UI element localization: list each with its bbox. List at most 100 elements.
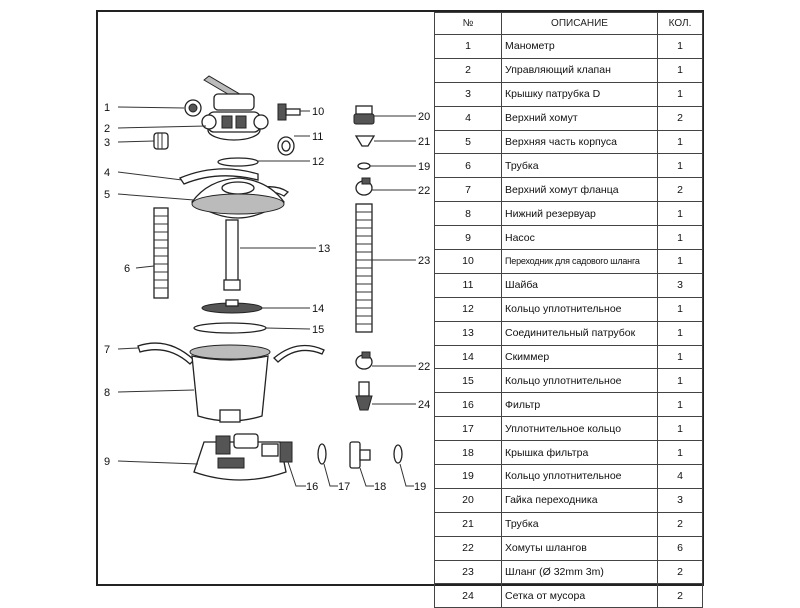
header-quantity: КОЛ.	[657, 12, 703, 35]
adapter-nut-drawing	[353, 105, 375, 125]
callout-9: 9	[104, 456, 110, 468]
row-description: Переходник для садового шланга	[501, 249, 658, 274]
row-quantity: 1	[657, 320, 703, 346]
row-quantity: 6	[657, 535, 703, 561]
row-description: Шайба	[501, 272, 658, 298]
row-quantity: 1	[657, 34, 703, 59]
row-description: Трубка	[501, 153, 658, 179]
skimmer-drawing	[201, 299, 263, 314]
pump-base-drawing	[193, 433, 287, 481]
row-quantity: 1	[657, 392, 703, 418]
row-quantity: 4	[657, 464, 703, 489]
row-description: Сетка от мусора	[501, 583, 658, 608]
row-quantity: 2	[657, 105, 703, 131]
callout-6: 6	[124, 263, 130, 275]
hose-adapter-drawing	[277, 103, 301, 121]
row-quantity: 2	[657, 511, 703, 537]
row-number: 24	[434, 583, 502, 608]
row-quantity: 3	[657, 272, 703, 298]
debris-screen-drawing	[355, 381, 373, 411]
row-number: 15	[434, 368, 502, 394]
o-ring-12-drawing	[217, 157, 259, 167]
parts-sheet: 1 2 3 4 5 6 7 8 9 10 11 12 13 14 15 16 1…	[96, 10, 704, 608]
row-description: Кольцо уплотнительное	[501, 296, 658, 322]
callout-12: 12	[312, 156, 324, 168]
hose-clamp-22a-drawing	[355, 177, 373, 196]
header-number: №	[434, 12, 502, 35]
flange-clamp-right-drawing	[273, 344, 325, 363]
row-number: 8	[434, 201, 502, 227]
callout-22-bottom: 22	[418, 361, 430, 373]
hose-23-drawing	[355, 203, 373, 333]
callout-21: 21	[418, 136, 430, 148]
row-quantity: 1	[657, 344, 703, 370]
row-description: Скиммер	[501, 344, 658, 370]
row-description: Гайка переходника	[501, 487, 658, 513]
row-quantity: 1	[657, 129, 703, 155]
o-ring-19b-drawing	[393, 444, 403, 464]
row-quantity: 1	[657, 225, 703, 251]
row-number: 12	[434, 296, 502, 322]
callout-16: 16	[306, 481, 318, 493]
callout-1: 1	[104, 102, 110, 114]
row-number: 18	[434, 440, 502, 466]
row-number: 22	[434, 535, 502, 561]
callout-15: 15	[312, 324, 324, 336]
row-number: 11	[434, 272, 502, 298]
row-description: Верхний хомут фланца	[501, 177, 658, 203]
row-quantity: 1	[657, 249, 703, 274]
callout-14: 14	[312, 303, 324, 315]
header-description: ОПИСАНИЕ	[501, 12, 658, 35]
row-number: 23	[434, 559, 502, 585]
row-number: 10	[434, 249, 502, 274]
upper-clamp-drawing	[179, 168, 259, 185]
row-description: Насос	[501, 225, 658, 251]
callout-18: 18	[374, 481, 386, 493]
row-number: 5	[434, 129, 502, 155]
row-number: 7	[434, 177, 502, 203]
control-valve-drawing	[201, 75, 269, 141]
row-description: Манометр	[501, 34, 658, 59]
row-description: Верхняя часть корпуса	[501, 129, 658, 155]
callout-4: 4	[104, 167, 110, 179]
callout-17: 17	[338, 481, 350, 493]
callout-10: 10	[312, 106, 324, 118]
pipe-21-drawing	[354, 135, 376, 147]
row-number: 4	[434, 105, 502, 131]
hose-clamp-22b-drawing	[355, 351, 373, 370]
filter-cap-drawing	[349, 441, 371, 469]
row-description: Нижний резервуар	[501, 201, 658, 227]
row-quantity: 1	[657, 416, 703, 442]
callout-5: 5	[104, 189, 110, 201]
connecting-pipe-drawing	[223, 219, 241, 291]
callout-20: 20	[418, 111, 430, 123]
row-number: 21	[434, 511, 502, 537]
row-quantity: 1	[657, 81, 703, 107]
callout-13: 13	[318, 243, 330, 255]
row-number: 17	[434, 416, 502, 442]
callout-2: 2	[104, 123, 110, 135]
row-number: 1	[434, 34, 502, 59]
row-number: 2	[434, 57, 502, 83]
callout-3: 3	[104, 137, 110, 149]
callout-24: 24	[418, 399, 430, 411]
row-number: 14	[434, 344, 502, 370]
callout-11: 11	[312, 131, 323, 143]
row-description: Управляющий клапан	[501, 57, 658, 83]
